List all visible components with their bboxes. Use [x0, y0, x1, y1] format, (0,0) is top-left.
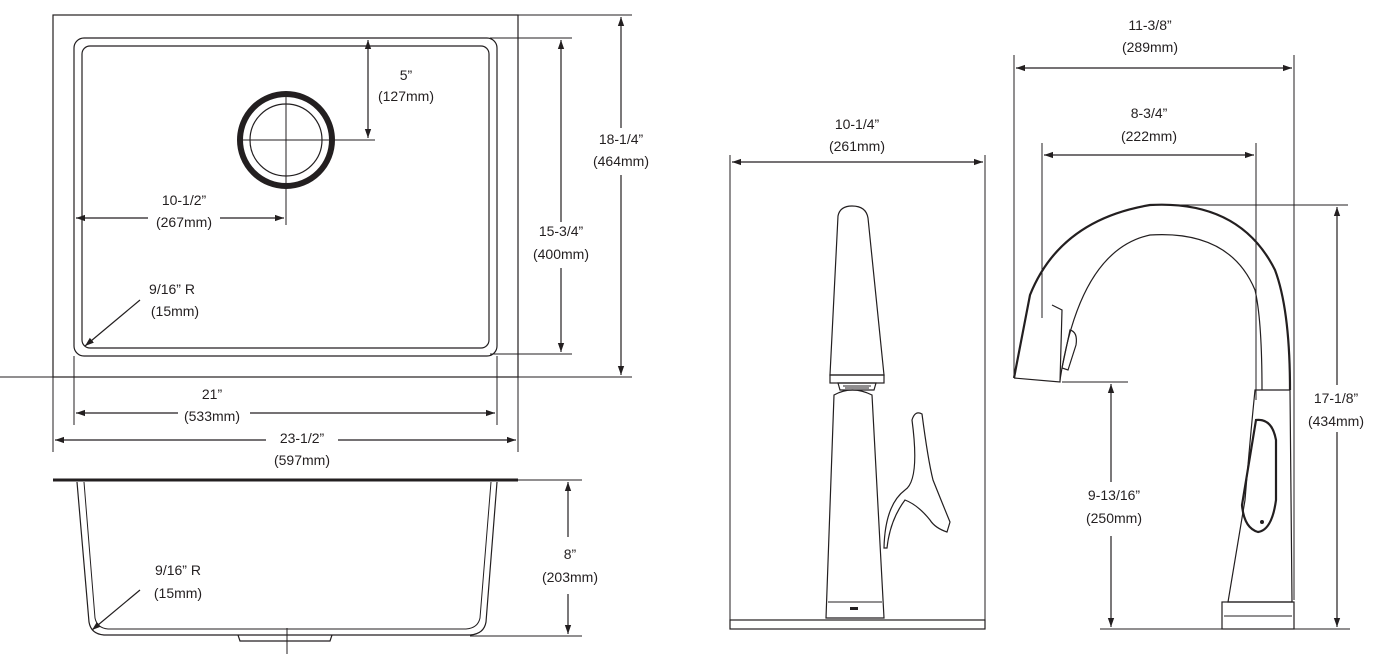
- dim-top-corner-radius: 9/16” R (15mm): [84, 281, 199, 347]
- dim-bowl-length: 15-3/4” (400mm): [533, 40, 589, 352]
- sink-flange-outline: [52, 14, 519, 378]
- sink-top-view: [0, 14, 632, 452]
- dim-side-radius-imperial: 9/16” R: [155, 562, 201, 578]
- dim-drain-offset-imperial: 5”: [400, 67, 413, 83]
- faucet-side-view: [1012, 55, 1350, 630]
- dim-bowl-length-metric: (400mm): [533, 246, 589, 262]
- dim-drain-offset-metric: (127mm): [378, 88, 434, 104]
- dim-outer-length: 18-1/4” (464mm): [593, 17, 649, 375]
- faucet-side-base: [1221, 601, 1295, 630]
- dim-spout-height: 9-13/16” (250mm): [1086, 384, 1142, 627]
- dim-spout-reach: 8-3/4” (222mm): [1044, 105, 1254, 159]
- dim-outer-width-imperial: 23-1/2”: [280, 430, 325, 446]
- dim-drain-center: 10-1/2” (267mm): [76, 192, 284, 230]
- dim-drain-offset: 5” (127mm): [364, 40, 434, 138]
- dim-drain-center-imperial: 10-1/2”: [162, 192, 207, 208]
- dim-top-radius-metric: (15mm): [151, 303, 199, 319]
- dim-deck-width-metric: (261mm): [829, 138, 885, 154]
- dim-deck-width-imperial: 10-1/4”: [835, 116, 880, 132]
- dim-overall-reach-metric: (289mm): [1122, 39, 1178, 55]
- sink-bowl-rim: [73, 37, 498, 357]
- dim-sink-depth: 8” (203mm): [542, 482, 598, 634]
- dim-overall-reach: 11-3/8” (289mm): [1016, 17, 1292, 72]
- faucet-front-view: [729, 155, 986, 630]
- spout-inner-curve: [1059, 234, 1263, 391]
- dim-bowl-width-imperial: 21”: [202, 386, 223, 402]
- drain-icon: [237, 91, 375, 225]
- dim-spout-height-imperial: 9-13/16”: [1088, 487, 1140, 503]
- dim-depth-imperial: 8”: [564, 546, 577, 562]
- spray-trigger: [1061, 329, 1077, 371]
- dim-outer-width: 23-1/2” (597mm): [55, 430, 516, 468]
- dim-bowl-width: 21” (533mm): [76, 386, 495, 424]
- dim-side-corner-radius: 9/16” R (15mm): [91, 562, 202, 631]
- dim-bowl-width-metric: (533mm): [184, 408, 240, 424]
- dim-outer-length-metric: (464mm): [593, 153, 649, 169]
- dim-bowl-length-imperial: 15-3/4”: [539, 223, 584, 239]
- faucet-handle: [883, 412, 951, 549]
- pull-down-head: [1013, 304, 1063, 383]
- dim-drain-center-metric: (267mm): [156, 214, 212, 230]
- dim-spout-reach-metric: (222mm): [1121, 128, 1177, 144]
- faucet-side-body: [1227, 389, 1293, 603]
- spout-outer-curve: [1012, 203, 1292, 391]
- dim-spout-height-metric: (250mm): [1086, 510, 1142, 526]
- dim-overall-reach-imperial: 11-3/8”: [1128, 17, 1172, 33]
- dim-outer-length-imperial: 18-1/4”: [599, 131, 644, 147]
- faucet-spray-head: [829, 205, 885, 376]
- sink-side-view: [53, 478, 582, 654]
- spray-face: [837, 382, 877, 391]
- sink-bowl-inner: [81, 45, 490, 349]
- faucet-body: [825, 389, 885, 619]
- dim-top-radius-imperial: 9/16” R: [149, 281, 195, 297]
- side-handle: [1240, 418, 1278, 534]
- dim-overall-height-imperial: 17-1/8”: [1314, 390, 1359, 406]
- dim-outer-width-metric: (597mm): [274, 452, 330, 468]
- dim-side-radius-metric: (15mm): [154, 585, 202, 601]
- dim-overall-height-metric: (434mm): [1308, 413, 1364, 429]
- dim-deck-width: 10-1/4” (261mm): [732, 116, 983, 166]
- dim-overall-height: 17-1/8” (434mm): [1308, 207, 1364, 627]
- dim-spout-reach-imperial: 8-3/4”: [1131, 105, 1168, 121]
- deck-plate: [729, 619, 986, 630]
- dim-depth-metric: (203mm): [542, 569, 598, 585]
